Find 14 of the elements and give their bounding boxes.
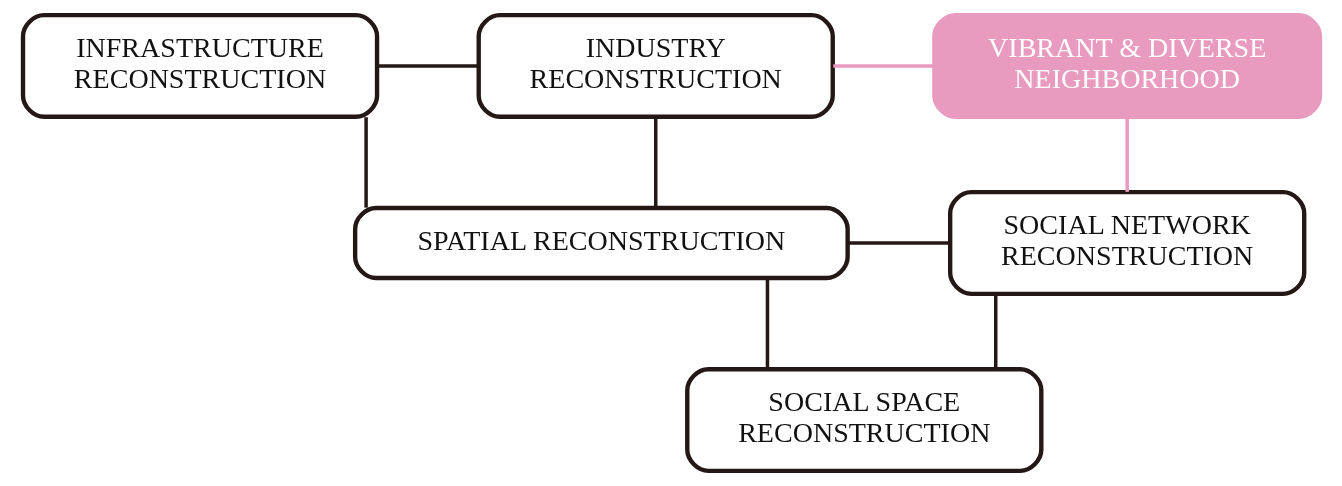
connector: [765, 278, 769, 369]
node-box: INFRASTRUCTURE RECONSTRUCTION: [20, 12, 379, 119]
connector: [832, 64, 934, 68]
node-box: SOCIAL NETWORK RECONSTRUCTION: [947, 190, 1306, 296]
connector: [377, 64, 478, 68]
connector: [363, 117, 368, 208]
connector: [1124, 117, 1129, 192]
node-box: VIBRANT & DIVERSE NEIGHBORHOOD: [931, 12, 1322, 119]
node-box: SOCIAL SPACE RECONSTRUCTION: [684, 367, 1043, 474]
node-box: INDUSTRY RECONSTRUCTION: [476, 12, 835, 119]
connector: [847, 241, 950, 245]
connector: [993, 294, 997, 369]
node-box: SPATIAL RECONSTRUCTION: [352, 205, 850, 281]
connector: [653, 117, 657, 208]
